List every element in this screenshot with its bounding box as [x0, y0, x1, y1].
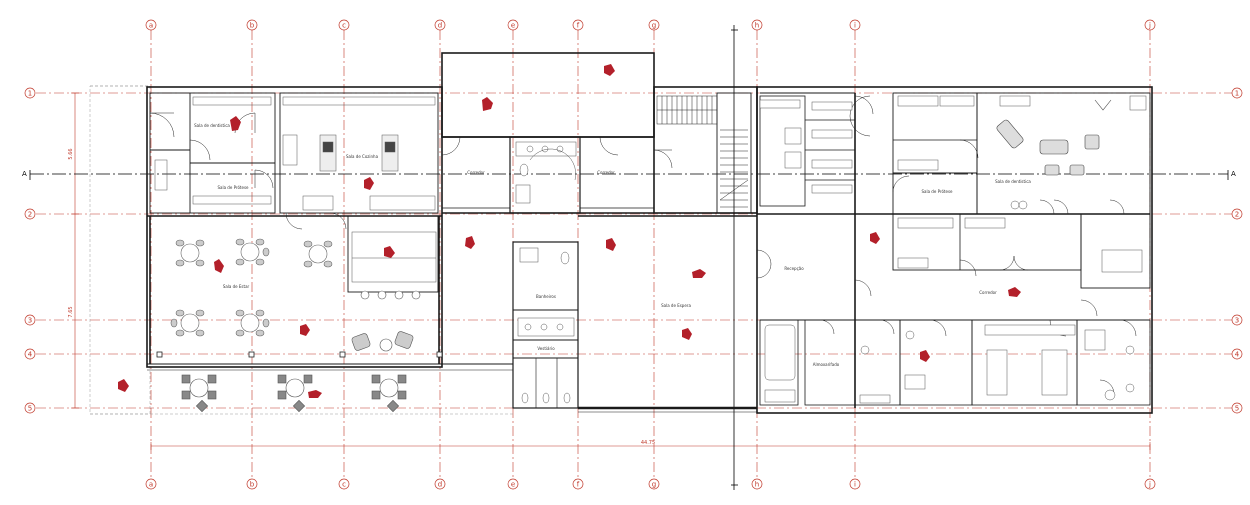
room-label: Banheiros: [536, 294, 556, 299]
grid-label: 2: [28, 211, 32, 219]
room-label: Vestiário: [537, 346, 555, 351]
structural-columns: [156, 351, 443, 358]
dimension-bottom-total: 44.75: [641, 440, 655, 446]
grid-label: 5: [1235, 405, 1239, 413]
grid-label: a: [149, 481, 153, 489]
site-outline: [89, 85, 151, 415]
grid-label: a: [149, 22, 153, 30]
grid-label: d: [438, 481, 442, 489]
room-label: Corredor: [597, 170, 615, 175]
grid-label: 5: [28, 405, 32, 413]
grid-label: b: [250, 481, 255, 489]
grid-label: i: [854, 481, 856, 489]
section-line: [29, 170, 1229, 180]
room-label: Recepção: [784, 266, 804, 271]
room-label: Sala de Prótese: [217, 185, 249, 190]
markers: [118, 64, 1021, 398]
grid-label: 4: [1235, 351, 1240, 359]
bar-stools: [360, 290, 421, 300]
dimension-left-lower: 7.65: [68, 306, 74, 317]
room-label: Sala de Cozinha: [346, 154, 379, 159]
grid-label: c: [342, 22, 346, 30]
clinic-furniture: [759, 95, 1147, 404]
grid-label: d: [438, 22, 442, 30]
grid-label: 3: [1235, 317, 1239, 325]
grid-label: j: [1148, 22, 1151, 30]
doors: [149, 95, 1137, 395]
dining-tables: [170, 238, 333, 337]
break-line: [731, 25, 738, 490]
room-label: Corredor: [979, 290, 997, 295]
section-label-right: A: [1231, 170, 1236, 178]
grid-label: 4: [28, 351, 33, 359]
grid-label: j: [1148, 481, 1151, 489]
grid-labels-bottom: a b c d e f g h i j: [149, 481, 1151, 489]
grid-label: g: [652, 481, 656, 489]
grid-label: 3: [28, 317, 32, 325]
grid-bubbles-right: [1231, 87, 1243, 414]
grid-label: 1: [28, 90, 32, 98]
room-label: Sala de dentistica: [995, 179, 1031, 184]
grid-label: e: [511, 22, 515, 30]
grid-bubbles-left: [24, 87, 36, 414]
section-label-left: A: [22, 170, 27, 178]
grid-labels-right: 1 2 3 4 5: [1235, 90, 1240, 413]
grid-label: i: [854, 22, 856, 30]
kitchen-counters: [154, 96, 437, 283]
grid-label: h: [755, 22, 759, 30]
grid-label: g: [652, 22, 656, 30]
grid-label: h: [755, 481, 759, 489]
lounge-chairs: [351, 331, 414, 352]
grid-bubbles-top: [145, 19, 1156, 31]
grid-label: 1: [1235, 90, 1239, 98]
room-label: Corredor: [467, 170, 485, 175]
dimension-left-upper: 5.66: [68, 148, 74, 159]
grid-label: 2: [1235, 211, 1239, 219]
grid-label: c: [342, 481, 346, 489]
room-label: Sala de Prótese: [921, 189, 953, 194]
stairs: [656, 95, 749, 208]
room-label: Sala de Estar: [223, 284, 250, 289]
grid-bubbles-bottom: [145, 478, 1156, 490]
room-label: Sala de dentistica: [194, 123, 230, 128]
room-labels: Sala de dentistica Sala de Cozinha Sala …: [194, 123, 1031, 367]
grid-labels-top: a b c d e f g h i j: [149, 22, 1151, 30]
dimension-lines: [71, 92, 1151, 450]
grid-label: f: [577, 22, 580, 30]
dental-chairs: [996, 99, 1112, 176]
grid-label: f: [577, 481, 580, 489]
room-label: Sala de Espera: [661, 303, 691, 308]
grid-label: b: [250, 22, 255, 30]
grid-label: e: [511, 481, 515, 489]
terrace-tables: [181, 374, 407, 413]
grid-labels-left: 1 2 3 4 5: [28, 90, 33, 413]
room-label: Almoxarifado: [813, 362, 840, 367]
bathroom-fixtures: [515, 141, 577, 404]
